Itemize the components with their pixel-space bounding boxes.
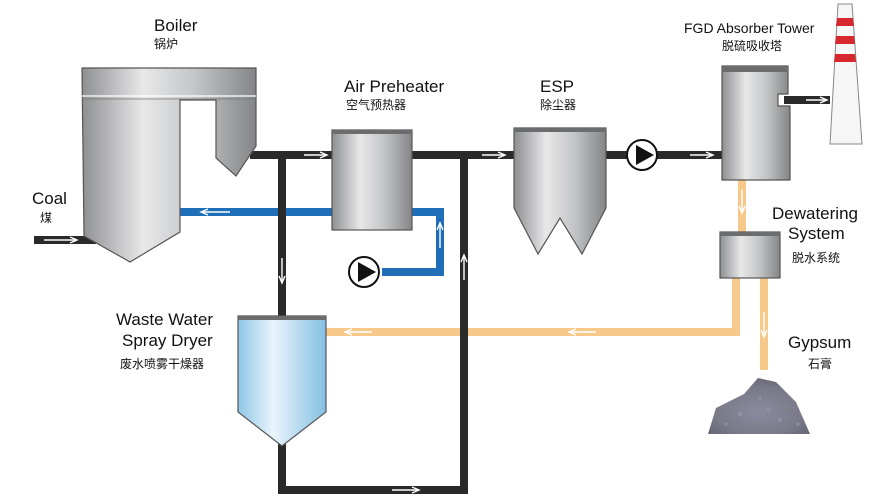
label-coal: Coal 煤 [32, 189, 67, 225]
air-preheater [331, 129, 413, 231]
label-boiler: Boiler 锅炉 [154, 16, 198, 51]
dewatering-label-en-2: System [788, 224, 845, 243]
gypsum-label-en: Gypsum [788, 333, 851, 352]
dryer-label-cn: 废水喷雾干燥器 [120, 356, 204, 371]
pump-icon [626, 139, 658, 171]
dryer-label-en-1: Waste Water [116, 310, 213, 329]
slurry-line-dewatering-to-dryer [326, 278, 740, 336]
arrow-gypsum-down [760, 312, 768, 339]
return-line-from-dryer [278, 155, 468, 494]
dryer-label-en-2: Spray Dryer [122, 331, 213, 350]
dewatering-label-en-1: Dewatering [772, 204, 858, 223]
label-esp: ESP 除尘器 [540, 77, 576, 112]
label-dryer: Waste Water Spray Dryer 废水喷雾干燥器 [116, 310, 213, 371]
esp-label-en: ESP [540, 77, 574, 96]
fgd-label-en: FGD Absorber Tower [684, 20, 815, 36]
arrow-water-up [436, 221, 444, 248]
fgd-absorber-tower [721, 65, 791, 181]
arrow-down-bypass [278, 258, 286, 285]
gypsum-pile-icon [708, 378, 810, 434]
waste-water-spray-dryer [237, 315, 327, 447]
label-air-preheater: Air Preheater 空气预热器 [344, 77, 444, 112]
air-preheater-label-cn: 空气预热器 [346, 97, 406, 112]
arrow-return-bottom [392, 486, 421, 494]
boiler-label-cn: 锅炉 [154, 36, 178, 51]
dewatering-label-cn: 脱水系统 [792, 250, 840, 265]
dewatering-system [719, 231, 781, 279]
arrow-coal [44, 236, 79, 244]
fgd-label-cn: 脱硫吸收塔 [722, 38, 782, 53]
coal-label-en: Coal [32, 189, 67, 208]
arrow-ap-out [482, 151, 507, 159]
esp-label-cn: 除尘器 [540, 97, 576, 112]
gypsum-label-cn: 石膏 [808, 356, 832, 371]
air-preheater-label-en: Air Preheater [344, 77, 444, 96]
label-dewatering: Dewatering System 脱水系统 [772, 204, 858, 265]
arrow-slurry-left-1 [567, 328, 596, 336]
label-fgd: FGD Absorber Tower 脱硫吸收塔 [684, 20, 815, 53]
boiler [81, 67, 257, 263]
arrow-boiler-out [304, 151, 329, 159]
chimney-stack-icon [829, 3, 863, 145]
arrow-slurry-left-2 [343, 328, 372, 336]
pump-icon [348, 256, 380, 288]
label-gypsum: Gypsum 石膏 [788, 333, 851, 371]
flow-arrows [44, 96, 829, 494]
coal-label-cn: 煤 [40, 211, 52, 225]
arrow-water-left [199, 208, 230, 216]
boiler-label-en: Boiler [154, 16, 198, 35]
arrow-slurry-down [738, 190, 746, 215]
arrow-up-return [460, 253, 468, 280]
esp-precipitator [513, 127, 607, 256]
arrow-esp-out [690, 151, 715, 159]
arrow-stack [806, 96, 829, 104]
